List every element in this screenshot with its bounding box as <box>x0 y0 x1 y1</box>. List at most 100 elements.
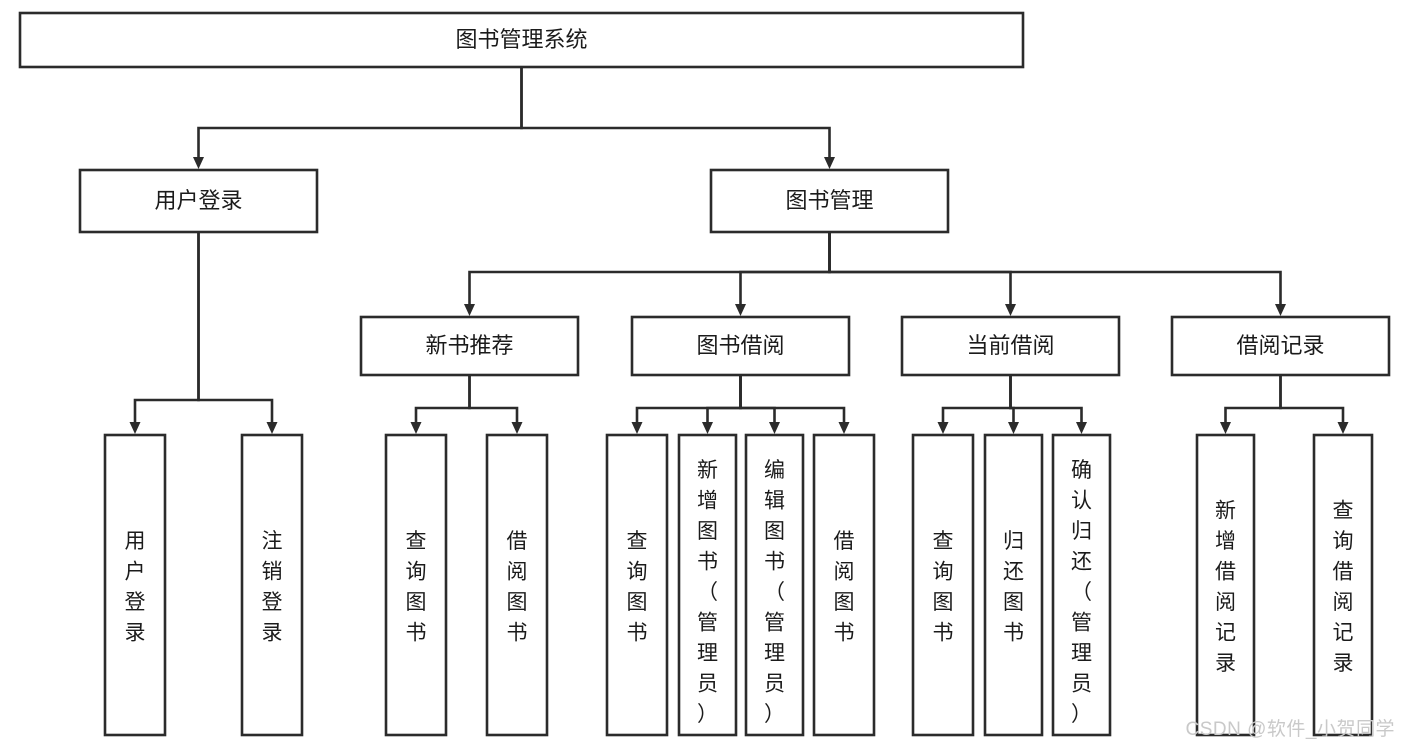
arrow-head-icon <box>824 157 835 169</box>
arrow-head-icon <box>464 304 475 316</box>
arrow-head-icon <box>1076 422 1087 434</box>
connector <box>828 232 1016 316</box>
node-book-management[interactable]: 图书管理 <box>709 168 950 234</box>
connector-line <box>828 232 1282 304</box>
connector <box>468 375 523 434</box>
arrow-head-icon <box>266 422 278 434</box>
node-leaf-query-book-rec[interactable]: 查询图书 <box>384 433 448 737</box>
node-label-new-book-recommend: 新书推荐 <box>425 333 513 358</box>
node-label-leaf-add-book: 新增图书（管理员） <box>697 459 718 726</box>
node-box-leaf-query-record[interactable] <box>1312 433 1374 737</box>
node-book-borrow[interactable]: 图书借阅 <box>630 315 851 377</box>
node-box-leaf-add-record[interactable] <box>1195 433 1256 737</box>
node-label-leaf-query-record: 查询借阅记录 <box>1333 499 1354 675</box>
node-label-leaf-return-book: 归还图书 <box>1003 530 1024 645</box>
connector-line <box>1009 375 1083 422</box>
arrow-head-icon <box>937 422 949 434</box>
node-label-root: 图书管理系统 <box>455 27 587 52</box>
node-label-borrow-record: 借阅记录 <box>1236 333 1324 358</box>
node-new-book-recommend[interactable]: 新书推荐 <box>359 315 580 377</box>
node-box-user-login[interactable] <box>78 168 319 234</box>
node-label-leaf-user-logout: 注销登录 <box>262 530 283 645</box>
node-current-borrow[interactable]: 当前借阅 <box>900 315 1121 377</box>
arrow-head-icon <box>1008 422 1019 434</box>
node-leaf-add-record[interactable]: 新增借阅记录 <box>1195 433 1256 737</box>
node-box-leaf-user-logout[interactable] <box>240 433 304 737</box>
arrow-head-icon <box>1005 304 1016 316</box>
arrow-head-icon <box>702 422 713 434</box>
connector <box>410 375 471 434</box>
connector <box>937 375 1012 434</box>
connector <box>702 375 742 434</box>
connector-line <box>197 67 523 157</box>
node-box-leaf-query-book-current[interactable] <box>911 433 975 737</box>
node-leaf-borrow-book-rec[interactable]: 借阅图书 <box>485 433 549 737</box>
connector-line <box>468 232 831 304</box>
connector <box>129 232 200 434</box>
node-box-leaf-user-login[interactable] <box>103 433 167 737</box>
node-box-leaf-confirm-return[interactable] <box>1051 433 1112 737</box>
node-label-leaf-query-book-current: 查询图书 <box>933 530 954 645</box>
connector-line <box>635 375 742 422</box>
node-box-leaf-query-book-borrow[interactable] <box>605 433 669 737</box>
connector-line <box>828 232 1012 304</box>
node-box-leaf-return-book[interactable] <box>983 433 1044 737</box>
node-box-leaf-query-book-rec[interactable] <box>384 433 448 737</box>
csdn-watermark: CSDN @软件_小贺同学 <box>1185 719 1395 740</box>
node-box-borrow-record[interactable] <box>1170 315 1391 377</box>
node-label-current-borrow: 当前借阅 <box>966 333 1054 358</box>
connector-line <box>739 375 776 422</box>
connector <box>197 232 278 434</box>
arrow-head-icon <box>735 304 746 316</box>
node-leaf-add-book[interactable]: 新增图书（管理员） <box>677 433 738 737</box>
connector-line <box>739 375 846 422</box>
node-label-book-management: 图书管理 <box>785 188 873 213</box>
connector <box>464 232 831 316</box>
arrow-head-icon <box>1275 304 1286 316</box>
node-leaf-query-book-current[interactable]: 查询图书 <box>911 433 975 737</box>
node-label-leaf-query-book-borrow: 查询图书 <box>627 530 648 645</box>
connector <box>1279 375 1349 434</box>
node-box-leaf-borrow-book[interactable] <box>812 433 876 737</box>
node-box-leaf-edit-book[interactable] <box>744 433 805 737</box>
node-label-leaf-confirm-return: 确认归还（管理员） <box>1071 459 1092 726</box>
node-box-leaf-borrow-book-rec[interactable] <box>485 433 549 737</box>
connector <box>735 232 831 316</box>
connector-line <box>520 67 831 157</box>
connector <box>193 67 523 169</box>
node-leaf-confirm-return[interactable]: 确认归还（管理员） <box>1051 433 1112 737</box>
node-leaf-borrow-book[interactable]: 借阅图书 <box>812 433 876 737</box>
connector <box>739 375 780 434</box>
node-box-book-management[interactable] <box>709 168 950 234</box>
node-box-leaf-add-book[interactable] <box>677 433 738 737</box>
node-leaf-user-logout[interactable]: 注销登录 <box>240 433 304 737</box>
arrow-head-icon <box>193 157 204 169</box>
connector <box>828 232 1286 316</box>
arrow-head-icon <box>631 422 643 434</box>
node-label-leaf-user-login: 用户登录 <box>125 530 146 645</box>
node-box-new-book-recommend[interactable] <box>359 315 580 377</box>
node-box-book-borrow[interactable] <box>630 315 851 377</box>
node-leaf-return-book[interactable]: 归还图书 <box>983 433 1044 737</box>
connector <box>1220 375 1282 434</box>
node-label-leaf-add-record: 新增借阅记录 <box>1215 499 1236 675</box>
connector-line <box>941 375 1012 422</box>
arrow-head-icon <box>769 422 780 434</box>
node-user-login[interactable]: 用户登录 <box>78 168 319 234</box>
node-leaf-edit-book[interactable]: 编辑图书（管理员） <box>744 433 805 737</box>
arrow-head-icon <box>1220 422 1231 434</box>
connector-line <box>706 375 742 422</box>
node-borrow-record[interactable]: 借阅记录 <box>1170 315 1391 377</box>
node-leaf-query-book-borrow[interactable]: 查询图书 <box>605 433 669 737</box>
node-box-current-borrow[interactable] <box>900 315 1121 377</box>
node-root[interactable]: 图书管理系统 <box>18 11 1025 69</box>
arrow-head-icon <box>1337 422 1349 434</box>
node-box-root[interactable] <box>18 11 1025 69</box>
connector-line <box>739 232 831 304</box>
node-leaf-user-login[interactable]: 用户登录 <box>103 433 167 737</box>
node-leaf-query-record[interactable]: 查询借阅记录 <box>1312 433 1374 737</box>
connector-layer <box>129 67 1349 434</box>
arrow-head-icon <box>838 422 850 434</box>
